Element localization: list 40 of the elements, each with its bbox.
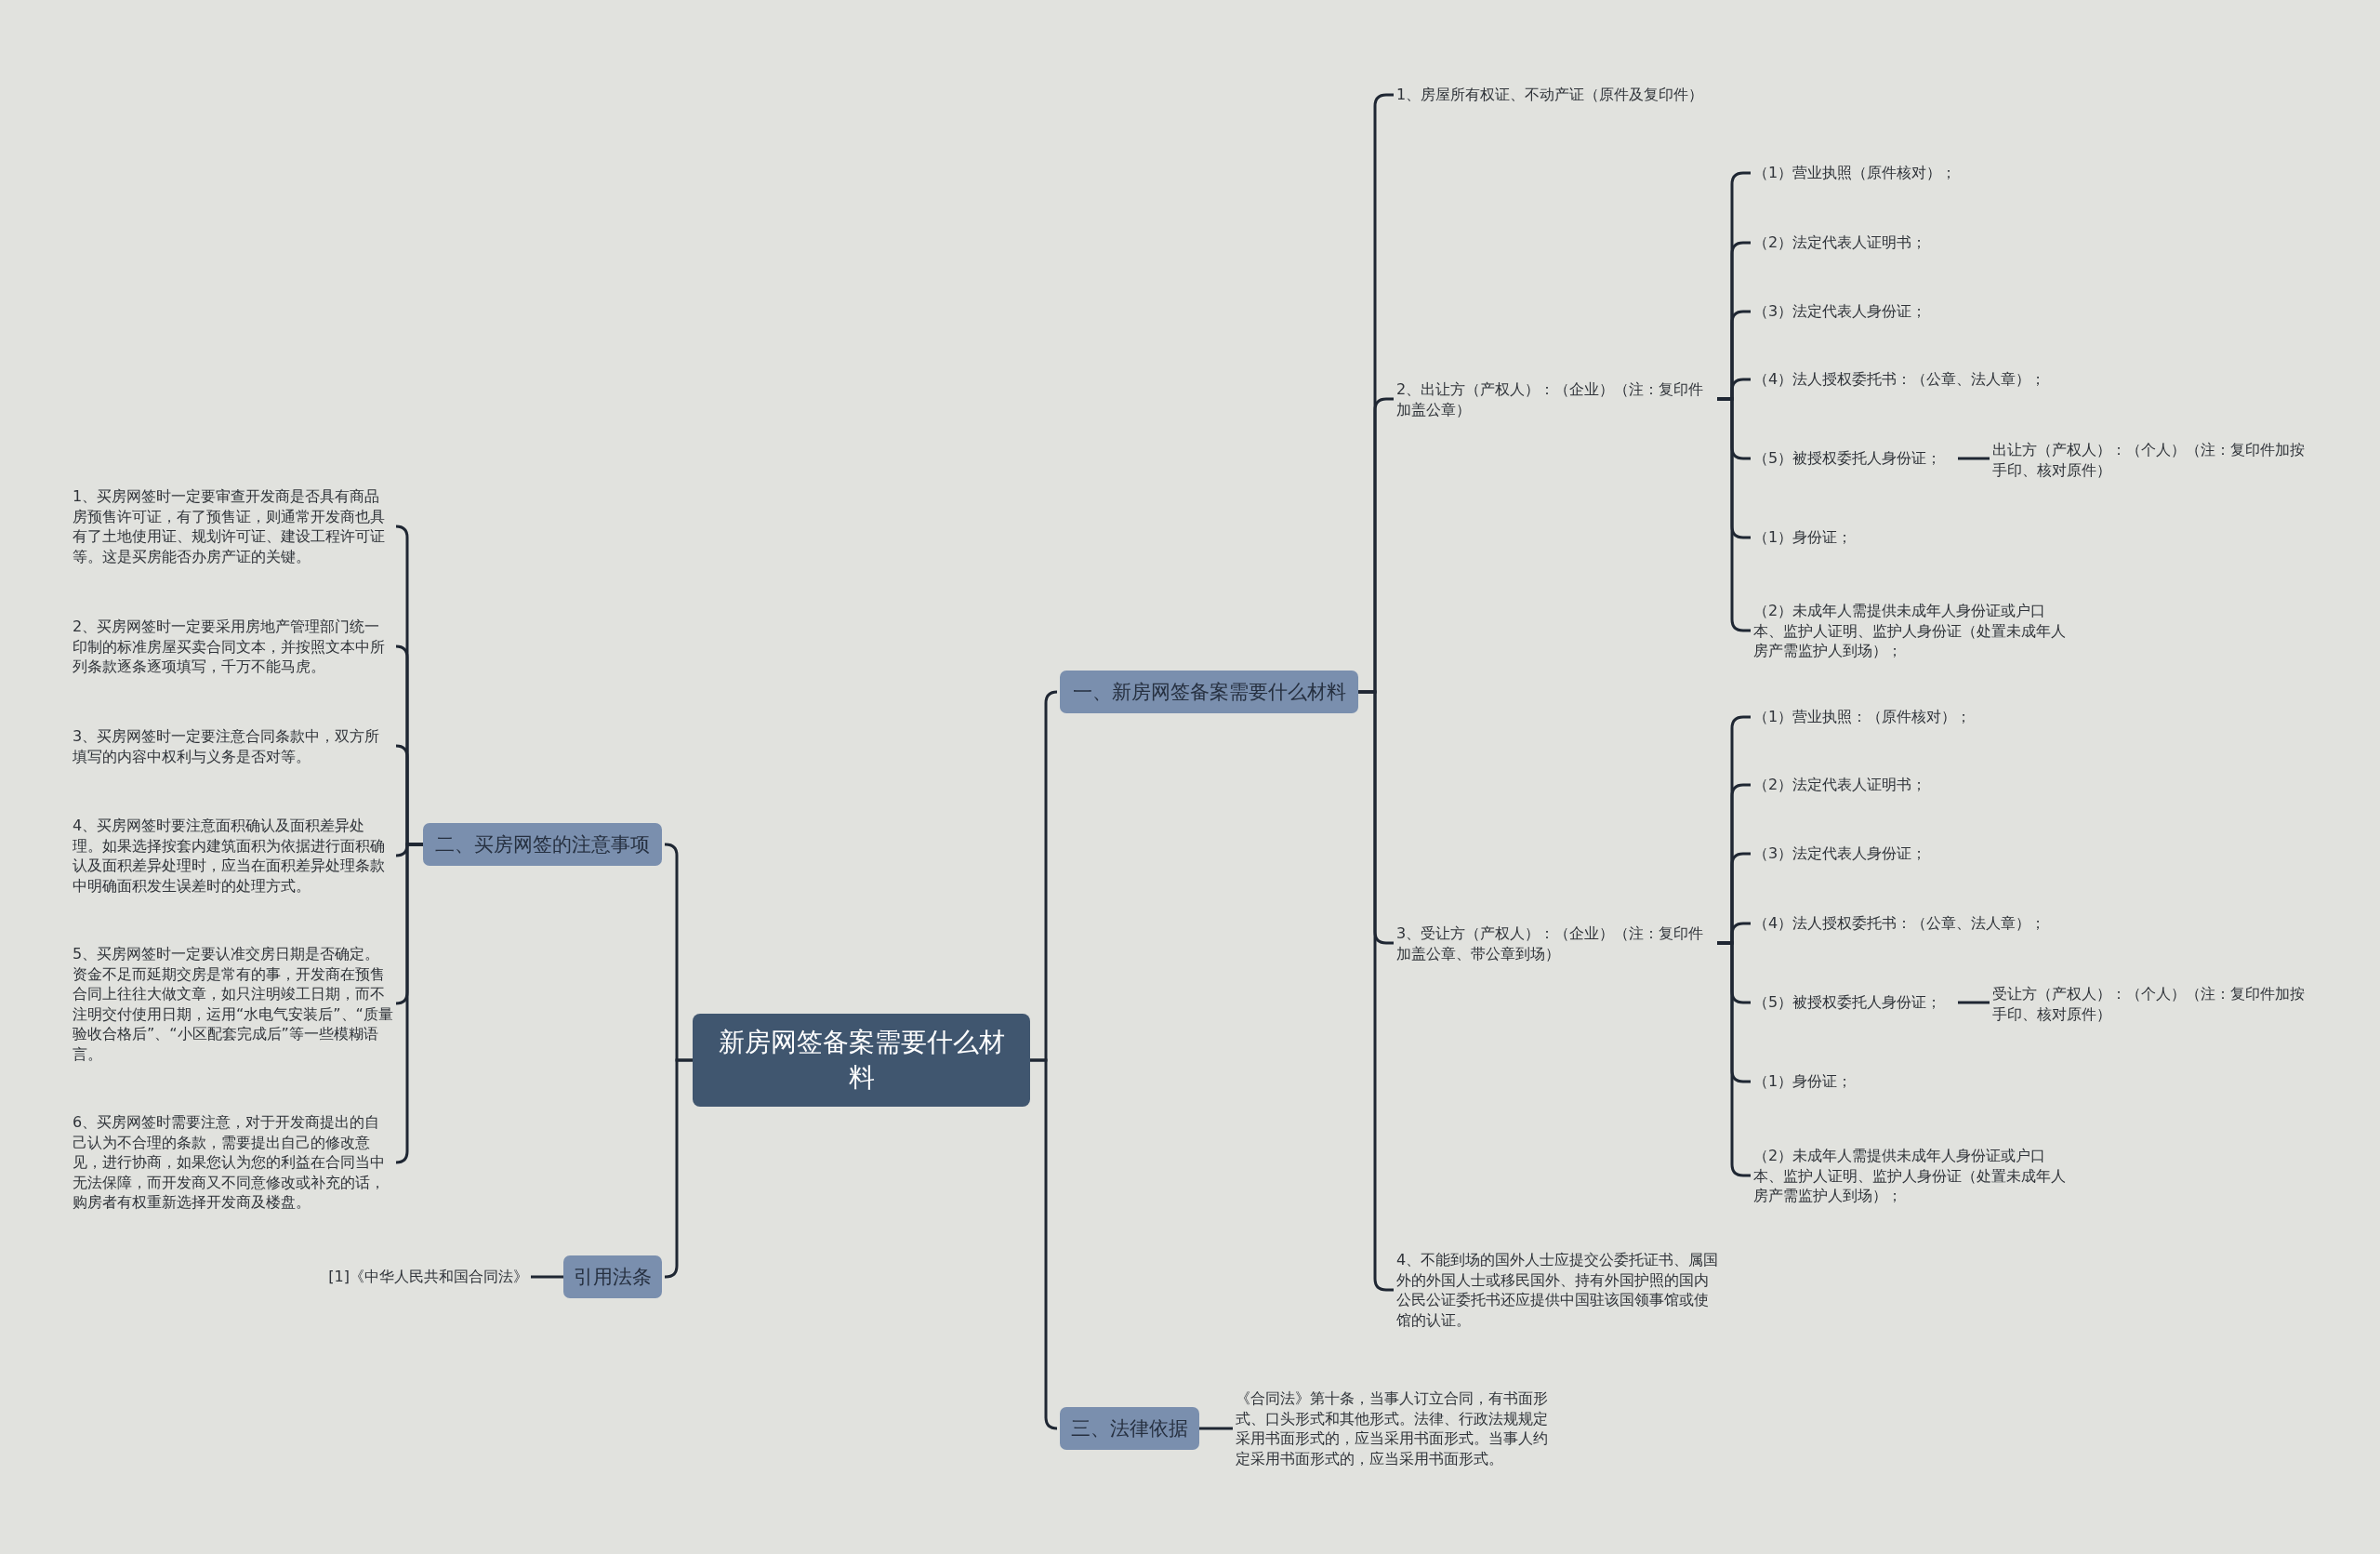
item-text: 5、买房网签时一定要认准交房日期是否确定。资金不足而延期交房是常有的事，开发商在预售合同上往往大做文章，如只注明竣工日期，而不注明交付使用日期，运用“水电气安装后”、“质量验收合格后”、“小区配套完成后”等一些模糊语言。 <box>73 943 393 1064</box>
item-text: （2）未成年人需提供未成年人身份证或户口本、监护人证明、监护人身份证（处置未成年人房产需监护人到场）； <box>1753 1145 2074 1206</box>
connector-line <box>531 1275 563 1279</box>
item-text: 《合同法》第十条，当事人订立合同，有书面形式、口头形式和其他形式。法律、行政法规规定采用书面形式的，应当采用书面形式。当事人约定采用书面形式的，应当采用书面形式。 <box>1236 1388 1556 1468</box>
item-text: （5）被授权委托人身份证； <box>1753 448 1958 469</box>
topic-box: 二、买房网签的注意事项 <box>423 823 662 866</box>
item-text: 出让方（产权人）：（个人）（注：复印件加按手印、核对原件） <box>1992 439 2313 480</box>
item-text: 4、不能到场的国外人士应提交公委托证书、属国外的外国人士或移民国外、持有外国护照的国内公民公证委托书还应提供中国驻该国领事馆或使馆的认证。 <box>1396 1250 1722 1330</box>
item-text: 3、受让方（产权人）：（企业）（注：复印件加盖公章、带公章到场） <box>1396 923 1717 963</box>
item-text: [1]《中华人民共和国合同法》 <box>319 1267 528 1287</box>
item-text: 2、买房网签时一定要采用房地产管理部门统一印制的标准房屋买卖合同文本，并按照文本中所列条款逐条逐项填写，千万不能马虎。 <box>73 616 393 677</box>
topic-box: 三、法律依据 <box>1060 1407 1199 1450</box>
item-text: （4）法人授权委托书：（公章、法人章）； <box>1753 913 2144 934</box>
item-text: （3）法定代表人身份证； <box>1753 843 2144 864</box>
item-text: 4、买房网签时要注意面积确认及面积差异处理。如果选择按套内建筑面积为依据进行面积确认及面积差异处理时，应当在面积差异处理条款中明确面积发生误差时的处理方式。 <box>73 816 393 896</box>
topic-box: 引用法条 <box>563 1255 662 1298</box>
item-text: 1、买房网签时一定要审查开发商是否具有商品房预售许可证，有了预售证，则通常开发商也具有了土地使用证、规划许可证、建设工程许可证等。这是买房能否办房产证的关键。 <box>73 486 393 566</box>
central-topic-box: 新房网签备案需要什么材料 <box>693 1014 1030 1107</box>
item-text: （4）法人授权委托书：（公章、法人章）； <box>1753 369 2144 390</box>
topic-box: 一、新房网签备案需要什么材料 <box>1060 671 1358 713</box>
item-text: （3）法定代表人身份证； <box>1753 301 2144 322</box>
connector-line <box>1958 1001 1990 1004</box>
item-text: 3、买房网签时一定要注意合同条款中，双方所填写的内容中权利与义务是否对等。 <box>73 725 393 766</box>
connector-line <box>1199 1427 1233 1430</box>
connector-line <box>1030 1058 1059 1430</box>
item-text: 受让方（产权人）：（个人）（注：复印件加按手印、核对原件） <box>1992 983 2313 1024</box>
connector-line <box>394 843 423 1164</box>
item-text: （1）营业执照（原件核对）； <box>1753 163 2144 183</box>
item-text: （1）身份证； <box>1753 1071 2074 1092</box>
item-text: 2、出让方（产权人）：（企业）（注：复印件加盖公章） <box>1396 379 1717 419</box>
item-text: （2）法定代表人证明书； <box>1753 775 2144 795</box>
item-text: （5）被授权委托人身份证； <box>1753 992 1958 1013</box>
item-text: （1）营业执照：（原件核对）； <box>1753 707 2144 727</box>
item-text: 1、房屋所有权证、不动产证（原件及复印件） <box>1396 85 1717 105</box>
item-text: 6、买房网签时需要注意，对于开发商提出的自己认为不合理的条款，需要提出自己的修改意见，进行协商，如果您认为您的利益在合同当中无法保障，而开发商又不同意修改或补充的话，购房者有权重新选择开发商及楼盘。 <box>73 1112 393 1213</box>
item-text: （2）未成年人需提供未成年人身份证或户口本、监护人证明、监护人身份证（处置未成年人房产需监护人到场）； <box>1753 600 2074 661</box>
connector-line <box>664 1058 693 1279</box>
item-text: （1）身份证； <box>1753 527 2074 548</box>
item-text: （2）法定代表人证明书； <box>1753 232 2144 253</box>
connector-line <box>1958 457 1990 460</box>
